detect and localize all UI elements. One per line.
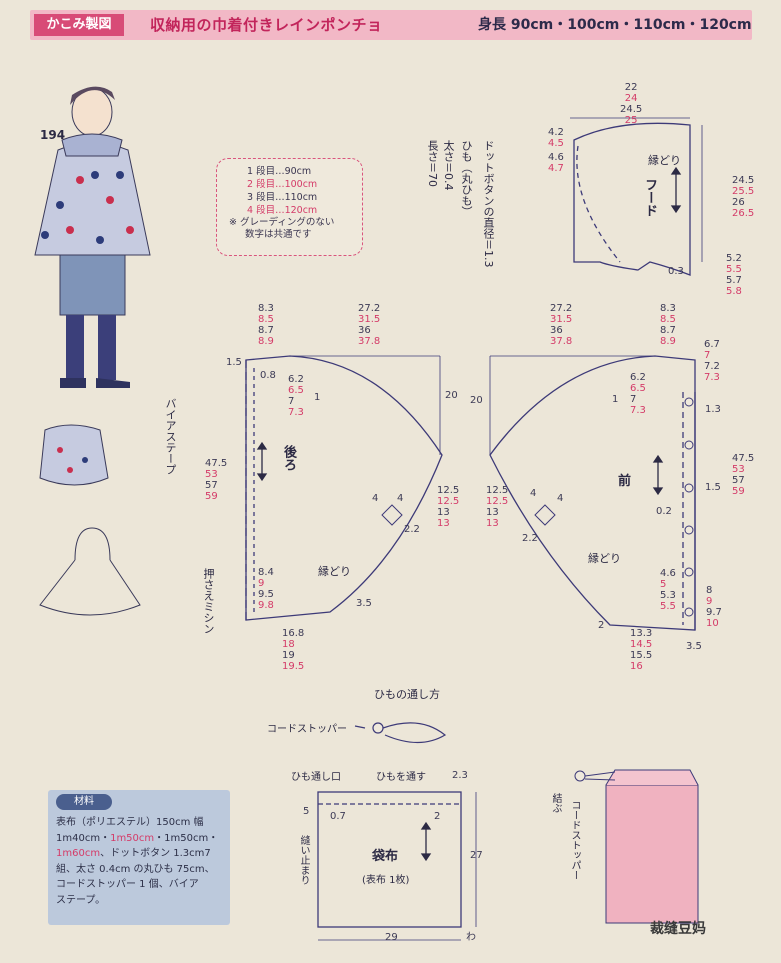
dot-button-note-2: ひも（丸ひも） — [460, 140, 473, 217]
dot-button-note-1: ドットボタンの直径＝1.3 — [482, 140, 495, 268]
hood-label: フード — [642, 178, 657, 217]
front-label: 前 — [618, 474, 632, 489]
cord-stopper-vertical-label: コードストッパー — [569, 800, 580, 880]
hood-pattern — [570, 117, 703, 276]
materials-text: 表布（ポリエステル）150cm 幅 1m40cm・1m50cm・1m50cm・ … — [56, 817, 219, 906]
front-dim-i: 2 — [598, 620, 605, 631]
materials-tag: 材料 — [56, 794, 112, 810]
back-edge-label: 縁どり — [318, 565, 351, 578]
legend-row-4: 4 段目…120cm — [247, 205, 318, 216]
bag-opening-label: ひも通し口 — [291, 772, 341, 783]
header-tag: かこみ製図 — [34, 14, 124, 36]
header-bar — [30, 10, 752, 40]
front-edge-label: 縁どり — [588, 552, 621, 565]
front-dim-e: 0.2 — [656, 506, 672, 517]
bag-dim-b: 5 — [303, 806, 310, 817]
back-dim-d: 20 — [445, 390, 458, 401]
item-number: 194 — [40, 128, 66, 142]
materials-box — [48, 790, 230, 925]
front-dim-d: 1.5 — [705, 482, 721, 493]
drawstring-title: ひもの通し方 — [374, 688, 440, 701]
pattern-title: 収納用の巾着付きレインポンチョ — [150, 16, 383, 34]
bag-label: 袋布 — [372, 849, 399, 864]
dot-button-note-4: 長さ＝70 — [426, 140, 439, 187]
grain-arrows — [256, 166, 682, 862]
bag-fold: わ — [466, 932, 476, 943]
bag-illustration — [39, 424, 109, 486]
bias-tape-label: バイアステープ — [164, 398, 177, 475]
front-dim-f: 4 — [530, 488, 537, 499]
knot-label: 結ぶ — [550, 793, 561, 813]
bag-height: 27 — [470, 850, 483, 861]
hood-small-dim: 0.3 — [668, 266, 684, 277]
child-illustration — [34, 86, 151, 388]
front-dim-g: 4 — [557, 493, 564, 504]
front-dim-a: 20 — [470, 395, 483, 406]
front-dim-h: 2.2 — [522, 533, 538, 544]
bag-width: 29 — [385, 932, 398, 943]
back-dim-b: 0.8 — [260, 370, 276, 381]
bag-sub-label: (表布 1枚) — [362, 875, 410, 886]
legend-note-2: 数字は共通です — [245, 229, 312, 240]
press-stitch-label: 押さえミシン — [202, 568, 215, 634]
legend-note-1: ※ グレーディングのない — [229, 217, 335, 228]
back-dim-a: 1.5 — [226, 357, 242, 368]
back-label: 後ろ — [281, 445, 296, 471]
size-range: 身長 90cm・100cm・110cm・120cm — [478, 17, 752, 33]
legend-row-1: 1 段目…90cm — [247, 166, 312, 177]
bag-dim-d: 2 — [434, 811, 441, 822]
legend-row-3: 3 段目…110cm — [247, 192, 318, 203]
bag-dim-a: 2.3 — [452, 770, 468, 781]
front-dim-b: 1 — [612, 394, 619, 405]
cord-stopper-label: コードストッパー — [267, 724, 347, 735]
back-dim-f: 4 — [397, 493, 404, 504]
legend-row-2: 2 段目…100cm — [247, 179, 318, 190]
bag-thread-label: ひもを通す — [376, 772, 426, 783]
back-pattern — [245, 355, 443, 621]
cord-stopper-diagram — [354, 722, 447, 744]
back-dim-e: 4 — [372, 493, 379, 504]
front-dim-c: 1.3 — [705, 404, 721, 415]
back-dim-c: 1 — [314, 392, 321, 403]
front-buttons — [684, 397, 694, 617]
back-dim-h: 3.5 — [356, 598, 372, 609]
back-dim-g: 2.2 — [404, 524, 420, 535]
bag-stitch-label: 縫い止まり — [298, 835, 309, 885]
front-dim-j: 3.5 — [686, 641, 702, 652]
hood-edge-label: 縁どり — [648, 154, 681, 167]
bag-pattern — [317, 791, 477, 941]
size-legend: 1 段目…90cm 2 段目…100cm 3 段目…110cm 4 段目…120… — [216, 158, 363, 256]
front-pattern — [489, 355, 696, 631]
watermark: 裁缝豆妈 — [650, 921, 706, 937]
poncho-flat-illustration — [39, 527, 141, 616]
bag-dim-c: 0.7 — [330, 811, 346, 822]
finished-bag-illustration — [574, 769, 699, 924]
dot-button-note-3: 太さ＝0.4 — [442, 140, 455, 191]
